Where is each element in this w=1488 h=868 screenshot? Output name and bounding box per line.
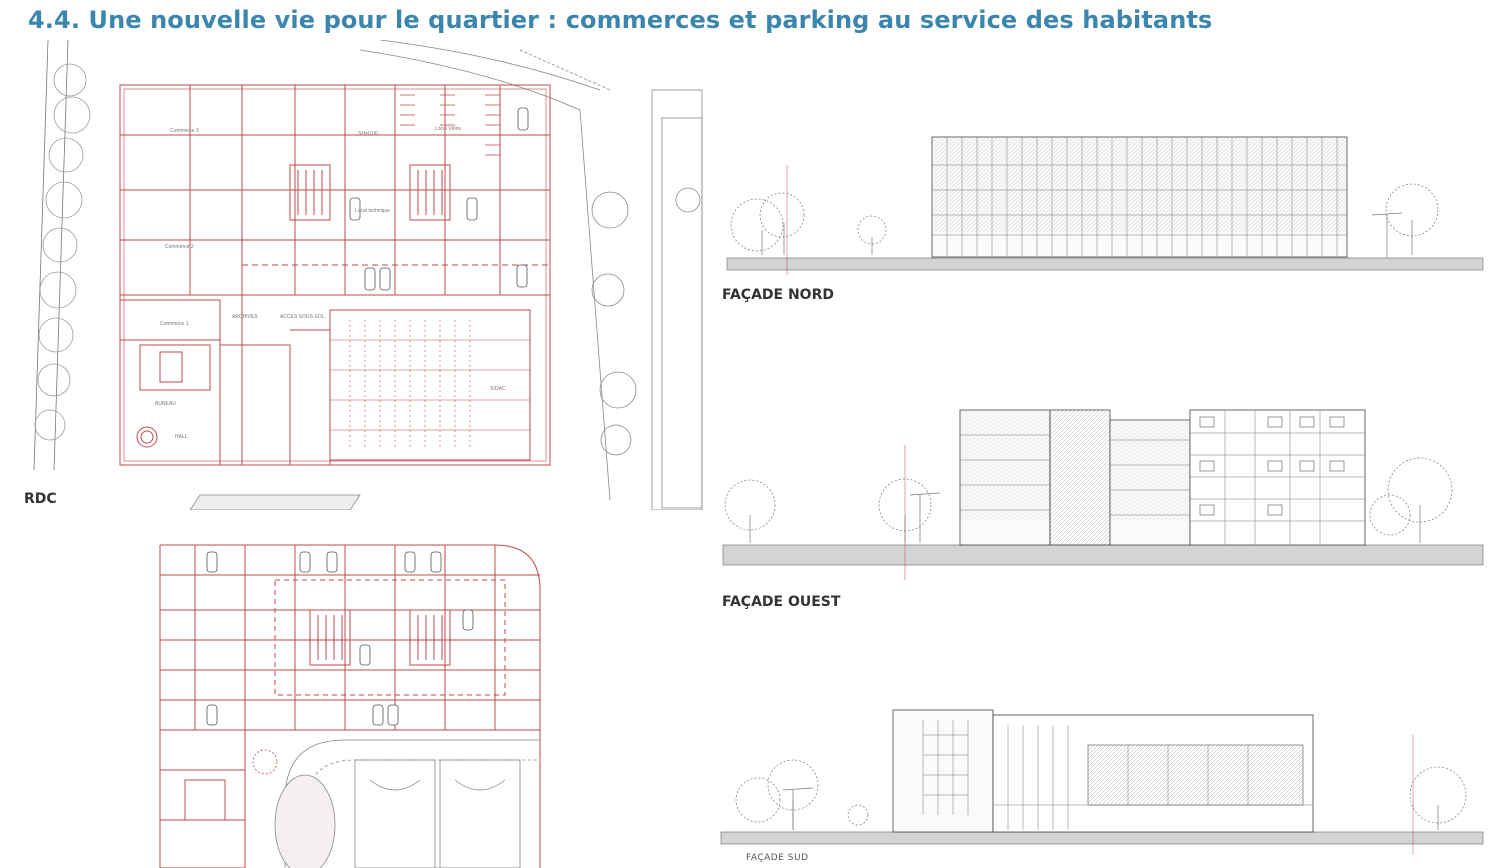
facade-sud-elevation bbox=[720, 709, 1484, 855]
page-title: 4.4. Une nouvelle vie pour le quartier :… bbox=[28, 6, 1213, 34]
svg-text:Commerce 1: Commerce 1 bbox=[160, 321, 189, 327]
svg-text:HALL: HALL bbox=[175, 434, 188, 440]
facade-nord-label: FAÇADE NORD bbox=[722, 287, 834, 303]
underground-parking-plan bbox=[159, 544, 541, 868]
rdc-floor-plan: Commerce 3 Commerce 2 Commerce 1 Local t… bbox=[33, 40, 703, 510]
svg-text:BUREAU: BUREAU bbox=[155, 401, 176, 407]
svg-text:Commerce 3: Commerce 3 bbox=[170, 128, 199, 134]
svg-text:Local technique: Local technique bbox=[355, 208, 390, 214]
svg-text:SH=0.00: SH=0.00 bbox=[358, 131, 378, 137]
svg-text:SIOAC: SIOAC bbox=[490, 386, 506, 392]
svg-text:Local Vélos: Local Vélos bbox=[435, 126, 461, 132]
facade-sud-label: FAÇADE SUD bbox=[746, 853, 809, 863]
svg-text:ARCHIVES: ARCHIVES bbox=[232, 314, 258, 320]
rdc-label: RDC bbox=[24, 491, 57, 507]
facade-ouest-label: FAÇADE OUEST bbox=[722, 594, 841, 610]
svg-text:ACCES SOUS-SOL: ACCES SOUS-SOL bbox=[280, 314, 325, 320]
facade-ouest-elevation bbox=[722, 409, 1484, 580]
tree-row-left bbox=[33, 40, 91, 471]
facade-nord-elevation bbox=[726, 136, 1484, 275]
svg-text:Commerce 2: Commerce 2 bbox=[165, 244, 194, 250]
